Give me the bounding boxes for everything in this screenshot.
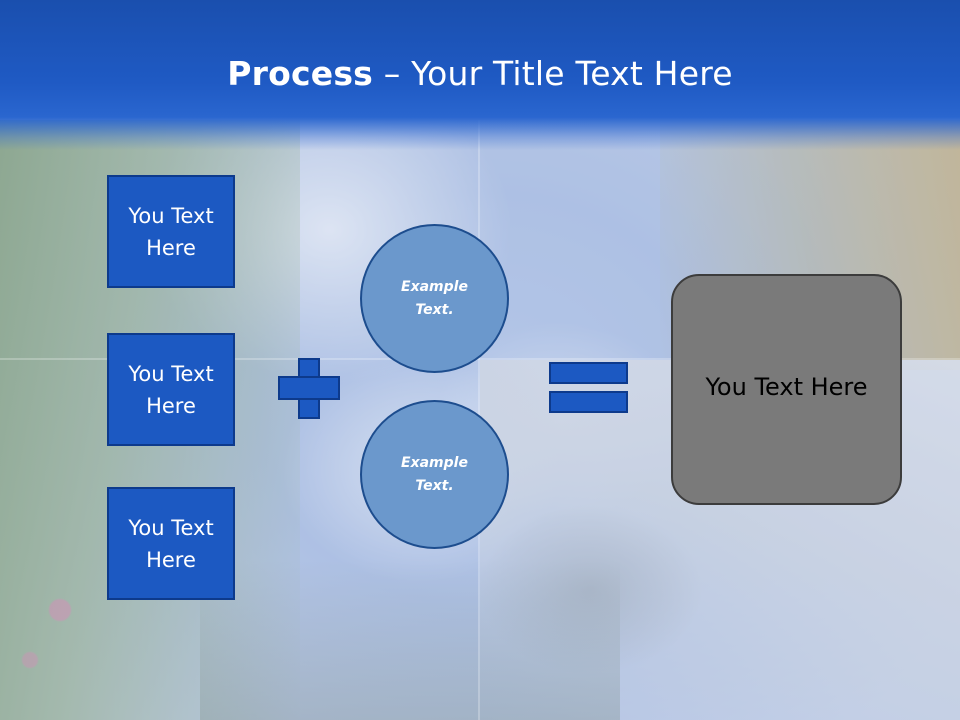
plus-icon-center	[300, 378, 318, 398]
slide-title[interactable]: Process – Your Title Text Here	[0, 52, 960, 96]
equals-icon-bottom-bar	[549, 391, 628, 413]
text-box-3-label: You Text Here	[128, 515, 214, 572]
example-circle-2-label: Example Text.	[401, 454, 468, 494]
result-box[interactable]: You Text Here	[671, 274, 902, 505]
text-box-1[interactable]: You Text Here	[107, 175, 235, 288]
text-box-2-label: You Text Here	[128, 361, 214, 418]
equals-icon-top-bar	[549, 362, 628, 384]
background-trees	[200, 560, 620, 720]
text-box-2[interactable]: You Text Here	[107, 333, 235, 446]
result-box-label: You Text Here	[705, 372, 868, 401]
title-band	[0, 0, 960, 150]
example-circle-2[interactable]: Example Text.	[360, 400, 509, 549]
example-circle-1-label: Example Text.	[401, 278, 468, 318]
text-box-1-label: You Text Here	[128, 203, 214, 260]
background-divider-horizontal	[0, 358, 960, 360]
example-circle-1[interactable]: Example Text.	[360, 224, 509, 373]
slide-title-bold: Process	[227, 54, 374, 93]
text-box-3[interactable]: You Text Here	[107, 487, 235, 600]
slide-title-rest: – Your Title Text Here	[373, 54, 733, 93]
